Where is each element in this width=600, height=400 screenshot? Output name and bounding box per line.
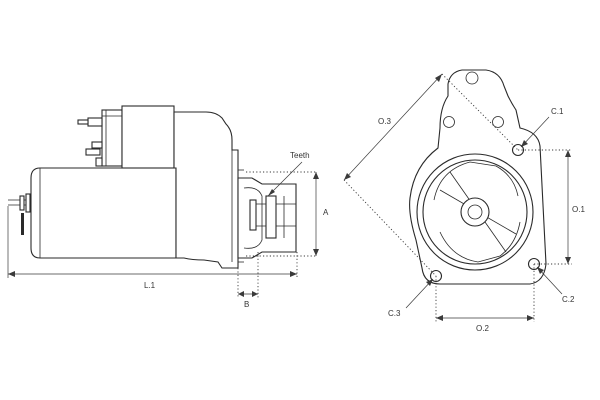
drive-end-housing: [173, 111, 244, 269]
dimension-o3-label: O.3: [378, 117, 391, 126]
callout-c2-label: C.2: [562, 295, 575, 304]
side-view: Teeth A L.1 B: [7, 105, 329, 309]
motor-housing: [30, 167, 177, 259]
dimension-l1-label: L.1: [144, 281, 156, 290]
dimension-a: A: [246, 171, 329, 257]
dimension-o2: O.2: [435, 264, 535, 333]
teeth-callout: Teeth: [267, 151, 310, 197]
callout-c1: C.1: [520, 107, 564, 148]
dimension-l1: L.1: [7, 206, 298, 290]
dimension-o2-label: O.2: [476, 324, 489, 333]
dimension-b-label: B: [244, 300, 249, 309]
callout-c1-label: C.1: [551, 107, 564, 116]
solenoid: [77, 105, 175, 169]
dimension-o1: O.1: [518, 149, 585, 265]
callout-c2: C.2: [536, 266, 575, 304]
front-view: O.3 C.1 O.1 C.2 C.3: [343, 69, 585, 333]
drive-nose: [416, 153, 534, 271]
pinion-gear: [237, 177, 297, 259]
teeth-label: Teeth: [290, 151, 310, 160]
rear-terminal-stud: [8, 193, 34, 235]
dimension-o3: O.3: [343, 73, 519, 277]
dimension-o1-label: O.1: [572, 205, 585, 214]
dimension-a-label: A: [323, 208, 329, 217]
callout-c3: C.3: [388, 278, 434, 318]
dimension-b: B: [237, 252, 259, 309]
callout-c3-label: C.3: [388, 309, 401, 318]
mounting-flange: [409, 69, 547, 285]
